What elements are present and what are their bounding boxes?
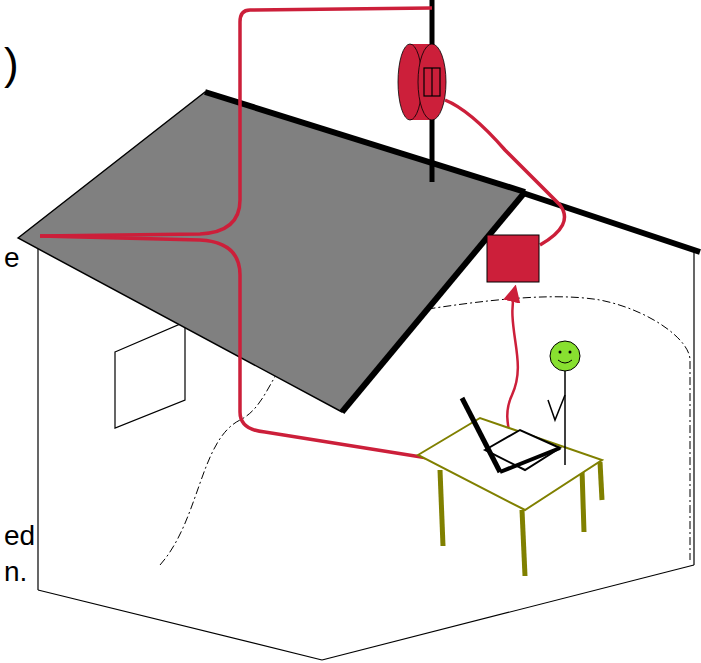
antenna-reel [398,44,446,120]
laptop [462,398,560,472]
caption-fragment: n. [4,558,27,586]
caption-fragment: ed [4,522,35,550]
table [418,418,602,576]
roof-edge [342,192,525,412]
roof-ridge [520,192,700,252]
router-box [487,235,539,282]
caption-fragment: e [4,244,20,272]
roof [18,92,525,412]
window [115,322,185,428]
roof-edge [205,92,525,192]
person [548,341,580,465]
caption-fragment: ) [4,42,19,86]
cable [40,8,565,460]
